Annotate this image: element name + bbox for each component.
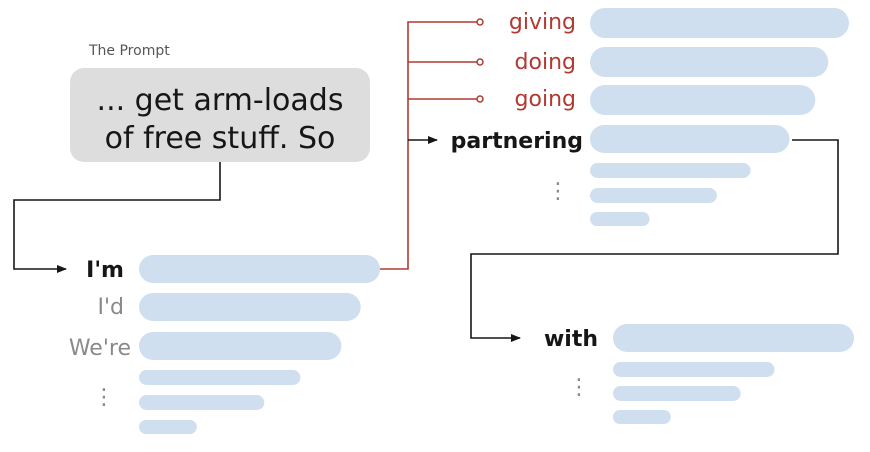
step1-bar-1 [139, 293, 361, 321]
step1-token-alt-1: I'd [97, 295, 124, 320]
step2-probability-bars [590, 8, 849, 226]
step3-token-selected: with [544, 327, 598, 352]
step1-more-ellipsis: ⋮ [93, 385, 115, 410]
step2-bar-5 [590, 188, 717, 203]
step2-token-alt-doing: doing [515, 50, 576, 75]
prompt-label: The Prompt [88, 43, 170, 59]
branch-node-giving [476, 18, 484, 26]
step2-token-selected: partnering [451, 129, 583, 154]
prompt-line-2: of free stuff. So [105, 121, 336, 156]
prompt-to-step1-arrow [13, 162, 221, 273]
step1-bar-5 [139, 420, 197, 434]
step1-bar-3 [139, 370, 301, 385]
step1-token-selected: I'm [86, 258, 124, 283]
step2-bar-1 [590, 47, 829, 77]
step1-bar-2 [139, 332, 342, 360]
step1-token-alt-2: We're [69, 336, 131, 361]
step3-probability-bars [613, 324, 854, 424]
step2-bar-3 [590, 125, 790, 153]
step2-more-ellipsis: ⋮ [547, 179, 569, 204]
step3-more-ellipsis: ⋮ [568, 375, 590, 400]
step2-token-alt-going: going [515, 87, 576, 112]
step3-bar-1 [613, 362, 775, 377]
step2-token-alt-giving: giving [509, 10, 576, 35]
prompt-box [70, 68, 370, 162]
step2-bar-4 [590, 163, 751, 178]
prompt-line-1: ... get arm-loads [97, 83, 344, 118]
step1-probability-bars [139, 255, 380, 434]
step2-bar-2 [590, 85, 816, 115]
step2-bar-6 [590, 212, 650, 226]
step1-bar-0 [139, 255, 380, 283]
step2-to-step3-arrow [470, 139, 839, 342]
step3-bar-0 [613, 324, 854, 352]
step2-bar-0 [590, 8, 849, 38]
branch-node-doing [476, 58, 484, 66]
branch-to-giving [380, 21, 478, 270]
step3-bar-2 [613, 386, 741, 401]
branch-node-going [476, 95, 484, 103]
step1-bar-4 [139, 395, 265, 410]
step3-bar-3 [613, 410, 671, 424]
